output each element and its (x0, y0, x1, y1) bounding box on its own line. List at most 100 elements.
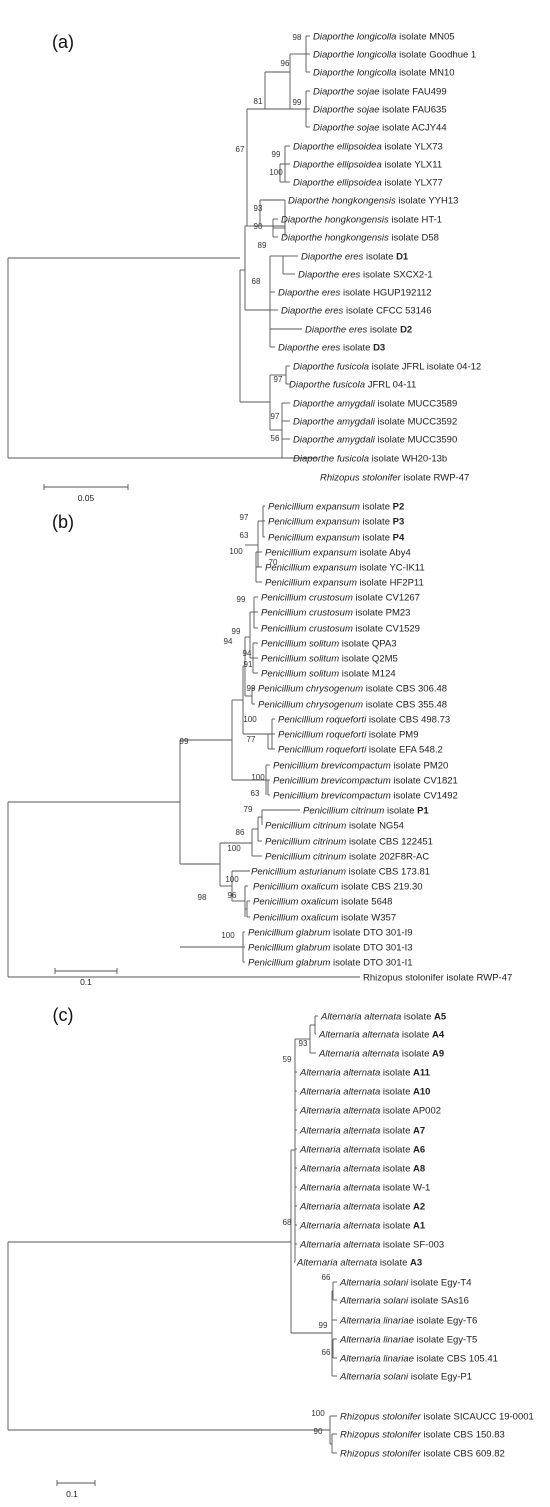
leaf-label: Rhizopus stolonifer isolate RWP-47 (363, 973, 512, 984)
leaf-isolate-word: isolate (339, 897, 372, 908)
leaf-isolate-word: isolate (414, 1316, 447, 1327)
leaf-label: Diaporthe fusicola isolate JFRL isolate … (293, 362, 481, 373)
leaf-isolate-word: isolate (339, 882, 372, 893)
leaf-label: Alternaria alternata isolate A10 (299, 1087, 430, 1098)
leaf-species: Penicillium expansum (265, 548, 357, 559)
leaf-species: Diaporthe fusicola (289, 380, 365, 391)
leaf-species: Penicillium crustosum (261, 624, 353, 635)
leaf-label: Penicillium solitum isolate QPA3 (261, 639, 397, 650)
leaf-label: Alternaria alternata isolate A7 (299, 1126, 425, 1137)
leaf-label: Alternaria alternata isolate A4 (318, 1030, 445, 1041)
leaf-isolate-word: isolate (366, 715, 399, 726)
leaf-isolate-id: WH20-13b (402, 454, 447, 465)
bootstrap-value: 97 (271, 412, 280, 421)
leaf-isolate-word: isolate (421, 1412, 454, 1423)
bootstrap-value: 59 (283, 1055, 292, 1064)
leaf-isolate-id: CBS 105.41 (447, 1354, 498, 1365)
bootstrap-value: 98 (293, 33, 302, 42)
leaf-label: Alternaria linariae isolate Egy-T5 (339, 1335, 477, 1346)
leaf-isolate-id: CBS 122451 (379, 837, 433, 848)
leaf-isolate-word: isolate (346, 852, 379, 863)
leaf-isolate-word: isolate (391, 776, 424, 787)
leaf-label: Alternaria alternata isolate A2 (299, 1202, 425, 1213)
leaf-isolate-id: 5648 (371, 897, 392, 908)
leaf-isolate-id: PM9 (399, 730, 419, 741)
leaf-isolate-word: isolate (408, 1278, 441, 1289)
leaf-label: Alternaria linariae isolate CBS 105.41 (339, 1354, 498, 1365)
tree-panel-c: (c)Alternaria alternata isolate A5Altern… (7, 1005, 534, 1499)
leaf-isolate-word: isolate (396, 196, 429, 207)
leaf-label: Alternaria alternata isolate A1 (299, 1221, 426, 1232)
leaf-isolate-id: YLX77 (414, 178, 443, 189)
leaf-isolate-word: isolate (360, 533, 393, 544)
leaf-isolate-word: isolate (391, 791, 424, 802)
leaf-isolate-id: P4 (393, 533, 405, 544)
leaf-isolate-word: isolate (389, 215, 422, 226)
panel-label: (c) (53, 1005, 74, 1025)
leaf-label: Diaporthe ellipsoidea isolate YLX77 (293, 178, 443, 189)
leaf-isolate-id: CFCC 53146 (376, 306, 431, 317)
leaf-label: Penicillium solitum isolate M124 (261, 669, 396, 680)
leaf-label: Alternaria alternata isolate SF-003 (299, 1240, 444, 1251)
leaf-isolate-id: A2 (413, 1202, 425, 1213)
scale-bar-label: 0.05 (78, 493, 95, 503)
leaf-isolate-word: isolate (363, 684, 396, 695)
tree-panel-a: (a)Diaporthe longicolla isolate MN05Diap… (7, 32, 481, 503)
bootstrap-value: 79 (244, 805, 253, 814)
leaf-isolate-id: P2 (393, 502, 405, 513)
leaf-species: Penicillium citrinum (303, 806, 384, 817)
leaf-species: Diaporthe longicolla (313, 50, 396, 61)
leaf-label: Alternaria alternata isolate A11 (299, 1068, 431, 1079)
leaf-isolate-word: isolate (380, 1202, 413, 1213)
leaf-species: Penicillium crustosum (261, 593, 353, 604)
leaf-label: Penicillium crustosum isolate CV1529 (261, 624, 420, 635)
leaf-label: Penicillium chrysogenum isolate CBS 355.… (258, 700, 447, 711)
leaf-species: Penicillium brevicompactum (273, 761, 391, 772)
leaf-label: Diaporthe eres isolate HGUP192112 (278, 288, 432, 299)
leaf-label: Alternaria alternata isolate A6 (299, 1145, 425, 1156)
leaf-isolate-word: isolate (375, 435, 408, 446)
leaf-isolate-id: Egy-T6 (447, 1316, 478, 1327)
leaf-label: Diaporthe amygdali isolate MUCC3590 (293, 435, 457, 446)
bootstrap-value: 99 (232, 627, 241, 636)
leaf-isolate-word: isolate (360, 517, 393, 528)
bootstrap-value: 99 (319, 1321, 328, 1330)
leaf-isolate-word: isolate (367, 325, 400, 336)
bootstrap-value: 68 (283, 1218, 292, 1227)
leaf-label: Diaporthe ellipsoidea isolate YLX11 (293, 160, 442, 171)
leaf-isolate-id: D1 (396, 252, 409, 263)
leaf-isolate-id: PM20 (423, 761, 448, 772)
leaf-species: Penicillium roqueforti (278, 730, 367, 741)
leaf-species: Alternaria alternata (299, 1126, 380, 1137)
leaf-species: Diaporthe eres (281, 306, 344, 317)
leaf-label: Diaporthe eres isolate CFCC 53146 (281, 306, 432, 317)
bootstrap-value: 96 (281, 59, 290, 68)
bootstrap-value: 100 (269, 168, 283, 177)
leaf-species: Diaporthe amygdali (293, 417, 376, 428)
leaf-label: Diaporthe hongkongensis isolate YYH13 (288, 196, 458, 207)
leaf-species: Diaporthe hongkongensis (288, 196, 396, 207)
leaf-isolate-id: D3 (373, 343, 385, 354)
leaf-species: Diaporthe eres (278, 343, 341, 354)
leaf-label: Penicillium roqueforti isolate PM9 (278, 730, 418, 741)
leaf-species: Alternaria linariae (339, 1354, 414, 1365)
leaf-species: Diaporthe fusicola (293, 362, 369, 373)
bootstrap-value: 86 (236, 828, 245, 837)
leaf-isolate-word: isolate (366, 730, 399, 741)
leaf-isolate-word: isolate (353, 593, 386, 604)
leaf-isolate-id: Egy-T5 (447, 1335, 478, 1346)
leaf-isolate-word: isolate (346, 837, 379, 848)
leaf-species: Diaporthe eres (298, 270, 361, 281)
leaf-label: Penicillium roqueforti isolate EFA 548.2 (278, 745, 443, 756)
leaf-isolate-id: EFA 548.2 (399, 745, 443, 756)
leaf-label: Penicillium oxalicum isolate CBS 219.30 (253, 882, 423, 893)
leaf-isolate-id: D58 (422, 233, 439, 244)
bootstrap-value: 96 (228, 891, 237, 900)
leaf-label: Diaporthe sojae isolate FAU635 (313, 105, 447, 116)
leaf-isolate-word: isolate (339, 654, 372, 665)
leaf-species: Diaporthe amygdali (293, 399, 376, 410)
leaf-isolate-word: isolate (380, 1164, 413, 1175)
leaf-species: Alternaria solani (339, 1278, 409, 1289)
leaf-species: Diaporthe ellipsoidea (293, 178, 382, 189)
leaf-species: Penicillium brevicompactum (273, 776, 391, 787)
